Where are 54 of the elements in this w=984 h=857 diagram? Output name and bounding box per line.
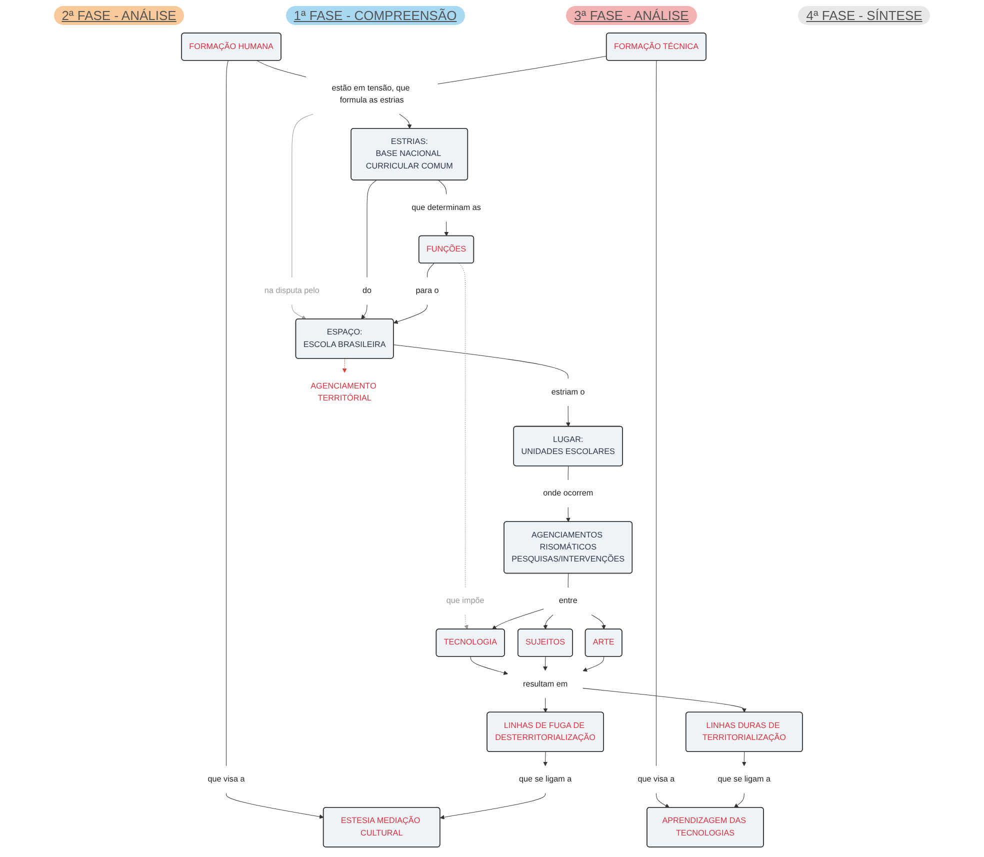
node-text: onde ocorrem	[543, 489, 594, 498]
connector	[568, 466, 569, 480]
arrow	[440, 792, 546, 820]
connector	[656, 60, 657, 766]
node-text: AGENCIAMENTO TERRITÓRIAL	[310, 382, 376, 402]
phase-heading: 1ª FASE - COMPREENSÃO	[286, 6, 465, 25]
arrow	[656, 792, 670, 808]
connector	[568, 573, 569, 588]
connector	[226, 60, 228, 766]
node-text: na disputa pelo	[264, 286, 320, 296]
arrow	[742, 752, 746, 766]
arrow	[591, 614, 606, 630]
arrow	[464, 614, 468, 630]
arrow	[566, 507, 570, 522]
arrow	[226, 792, 324, 819]
node-text: resultam em	[523, 680, 568, 688]
connector	[438, 180, 447, 194]
arrow	[566, 406, 570, 427]
arrow	[292, 304, 306, 320]
phase-heading: 2ª FASE - ANÁLISE	[54, 6, 184, 25]
arrow	[342, 358, 347, 373]
node-text: entre	[558, 596, 578, 606]
connector	[256, 60, 306, 78]
arrow	[734, 792, 744, 808]
phase-heading: 4ª FASE - SÍNTESE	[798, 6, 930, 25]
node-text: que visa a	[638, 774, 675, 784]
arrow	[582, 656, 604, 672]
connector	[426, 263, 434, 278]
connector	[292, 114, 314, 278]
node-text: que se ligam a	[718, 774, 771, 784]
arrow	[543, 656, 548, 671]
node-text: que se ligam a	[518, 774, 572, 784]
connector	[366, 180, 377, 278]
phase-heading: 3ª FASE - ANÁLISE	[566, 6, 697, 25]
arrow	[582, 688, 746, 713]
connector	[458, 263, 466, 588]
connector	[437, 56, 607, 84]
node-text: para o	[416, 286, 439, 296]
arrow	[470, 656, 508, 675]
node-text: que visa a	[208, 774, 245, 784]
arrow	[543, 698, 548, 713]
arrow	[361, 304, 368, 320]
arrow	[492, 608, 544, 630]
arrow	[444, 221, 449, 236]
node-text: do	[362, 286, 372, 296]
arrow	[543, 752, 548, 766]
node-text: que impõe	[446, 596, 484, 606]
arrow	[543, 614, 554, 630]
arrow	[399, 114, 412, 129]
arrow	[393, 304, 428, 324]
node-text: estriam o	[551, 388, 585, 396]
connector	[393, 344, 568, 379]
node-text: que determinam as	[412, 203, 481, 212]
node-text: estão em tensão, que formula as estrias	[332, 84, 410, 105]
